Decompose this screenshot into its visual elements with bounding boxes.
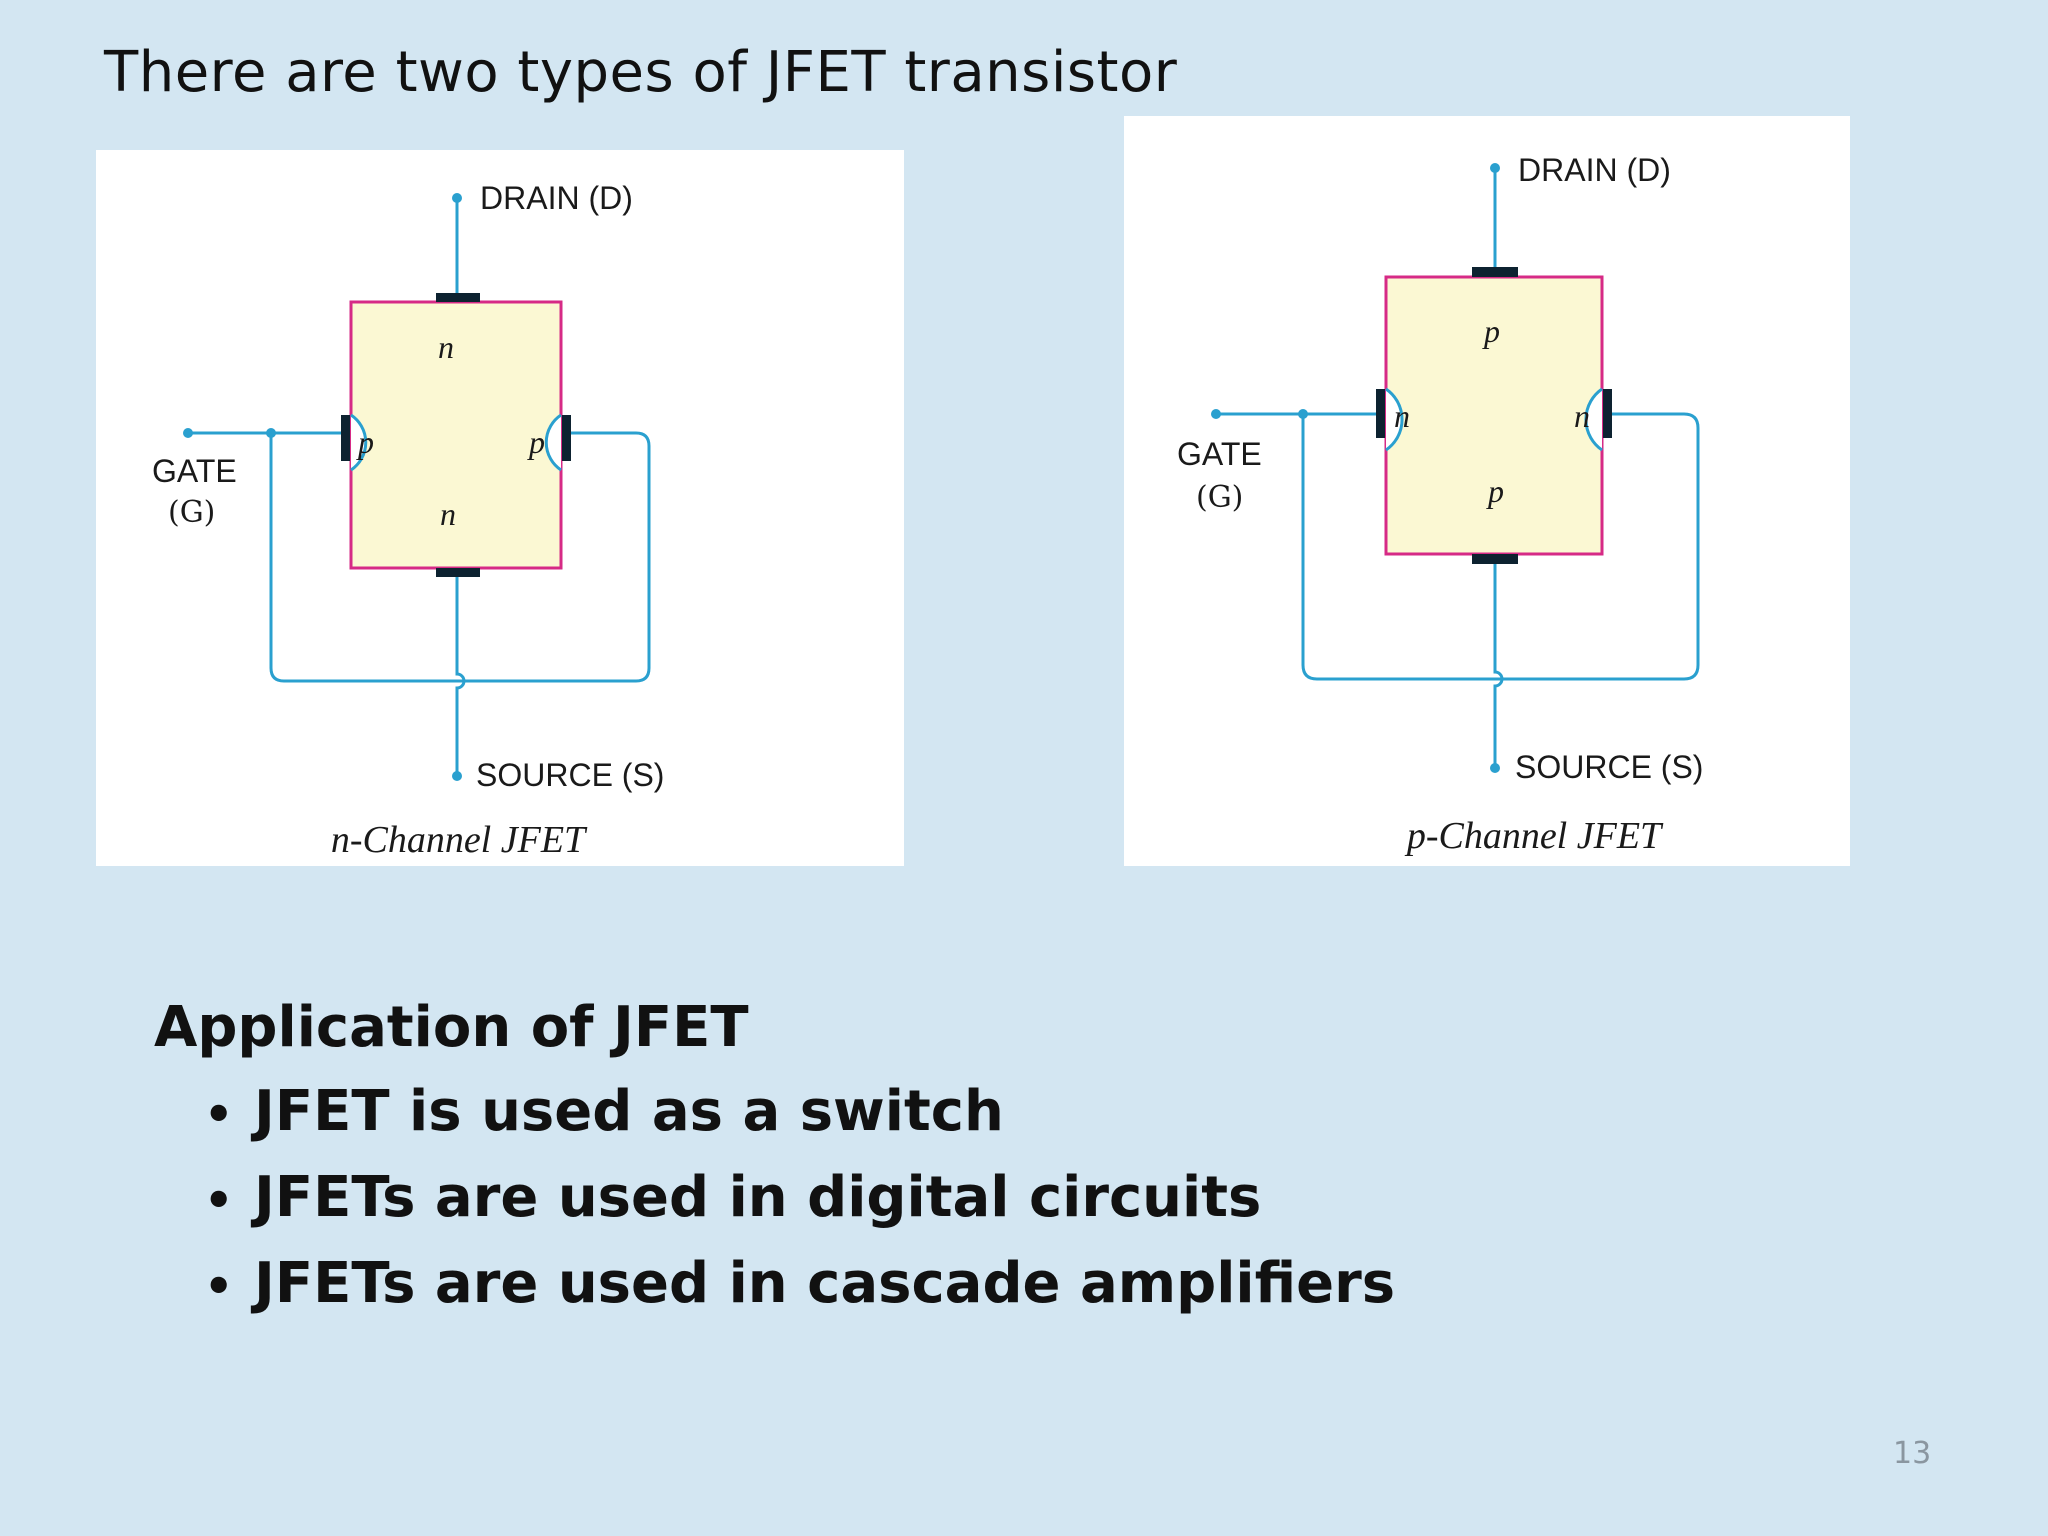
channel-bottom-label: n	[440, 496, 456, 532]
bullet-icon: •	[204, 1259, 234, 1313]
channel-bottom-label: p	[1486, 473, 1504, 509]
source-wire	[455, 577, 466, 776]
channel-body	[349, 300, 563, 570]
gate-region-right-label: p	[527, 424, 545, 460]
channel-top-label: n	[438, 329, 454, 365]
gate-symbol: (G)	[168, 495, 215, 530]
gate-label: GATE	[152, 453, 237, 489]
gate-label: GATE	[1177, 436, 1262, 472]
gate-contact-left	[1376, 389, 1385, 438]
bullet-icon: •	[204, 1173, 234, 1227]
drain-terminal	[452, 193, 462, 203]
source-label: SOURCE (S)	[476, 757, 664, 793]
slide-title: There are two types of JFET transistor	[104, 40, 1178, 105]
list-item: • JFET is used as a switch	[204, 1070, 1395, 1156]
applications-section: Application of JFET • JFET is used as a s…	[154, 995, 1395, 1328]
figure-caption: p-Channel JFET	[1404, 815, 1664, 857]
gate-terminal	[183, 428, 193, 438]
p-channel-jfet-figure: DRAIN (D) GATE (G) SOURCE (S) p p n n p-…	[1124, 116, 1850, 866]
gate-region-left	[1385, 387, 1404, 452]
source-contact	[436, 568, 480, 577]
n-channel-jfet-figure: DRAIN (D) GATE (G) SOURCE (S) n n p p n-…	[96, 150, 904, 866]
applications-heading: Application of JFET	[154, 995, 749, 1060]
drain-contact	[436, 293, 480, 302]
gate-region-right	[1584, 387, 1603, 452]
page-number: 13	[1893, 1436, 1932, 1471]
applications-list: • JFET is used as a switch • JFETs are use…	[154, 1070, 1395, 1328]
gate-contact-right	[562, 415, 571, 461]
channel-top-label: p	[1482, 313, 1500, 349]
gate-region-right	[544, 413, 562, 472]
drain-terminal	[1490, 163, 1500, 173]
source-contact	[1472, 554, 1518, 564]
source-label: SOURCE (S)	[1515, 749, 1703, 785]
gate-terminal	[1211, 409, 1221, 419]
n-channel-jfet-diagram: DRAIN (D) GATE (G) SOURCE (S) n n p p n-…	[152, 180, 664, 861]
gate-symbol: (G)	[1196, 480, 1243, 515]
list-item: • JFETs are used in digital circuits	[204, 1156, 1395, 1242]
p-channel-jfet-diagram: DRAIN (D) GATE (G) SOURCE (S) p p n n p-…	[1177, 152, 1703, 857]
figure-caption: n-Channel JFET	[331, 819, 588, 861]
drain-label: DRAIN (D)	[1518, 152, 1671, 188]
list-item-text: JFETs are used in digital circuits	[254, 1165, 1262, 1230]
list-item: • JFETs are used in cascade amplifiers	[204, 1242, 1395, 1328]
gate-contact-left	[341, 415, 350, 461]
gate-loop-wire	[1301, 412, 1700, 681]
gate-region-left-label: p	[356, 424, 374, 460]
list-item-text: JFET is used as a switch	[254, 1079, 1004, 1144]
bullet-icon: •	[204, 1087, 234, 1141]
source-wire	[1493, 564, 1504, 768]
list-item-text: JFETs are used in cascade amplifiers	[254, 1251, 1396, 1316]
gate-region-left	[350, 413, 368, 472]
source-terminal	[1490, 763, 1500, 773]
gate-region-right-label: n	[1574, 398, 1590, 434]
source-terminal	[452, 771, 462, 781]
gate-contact-right	[1603, 389, 1612, 438]
gate-region-left-label: n	[1394, 398, 1410, 434]
gate-loop-wire	[269, 431, 651, 683]
drain-contact	[1472, 267, 1518, 277]
drain-label: DRAIN (D)	[480, 180, 633, 216]
